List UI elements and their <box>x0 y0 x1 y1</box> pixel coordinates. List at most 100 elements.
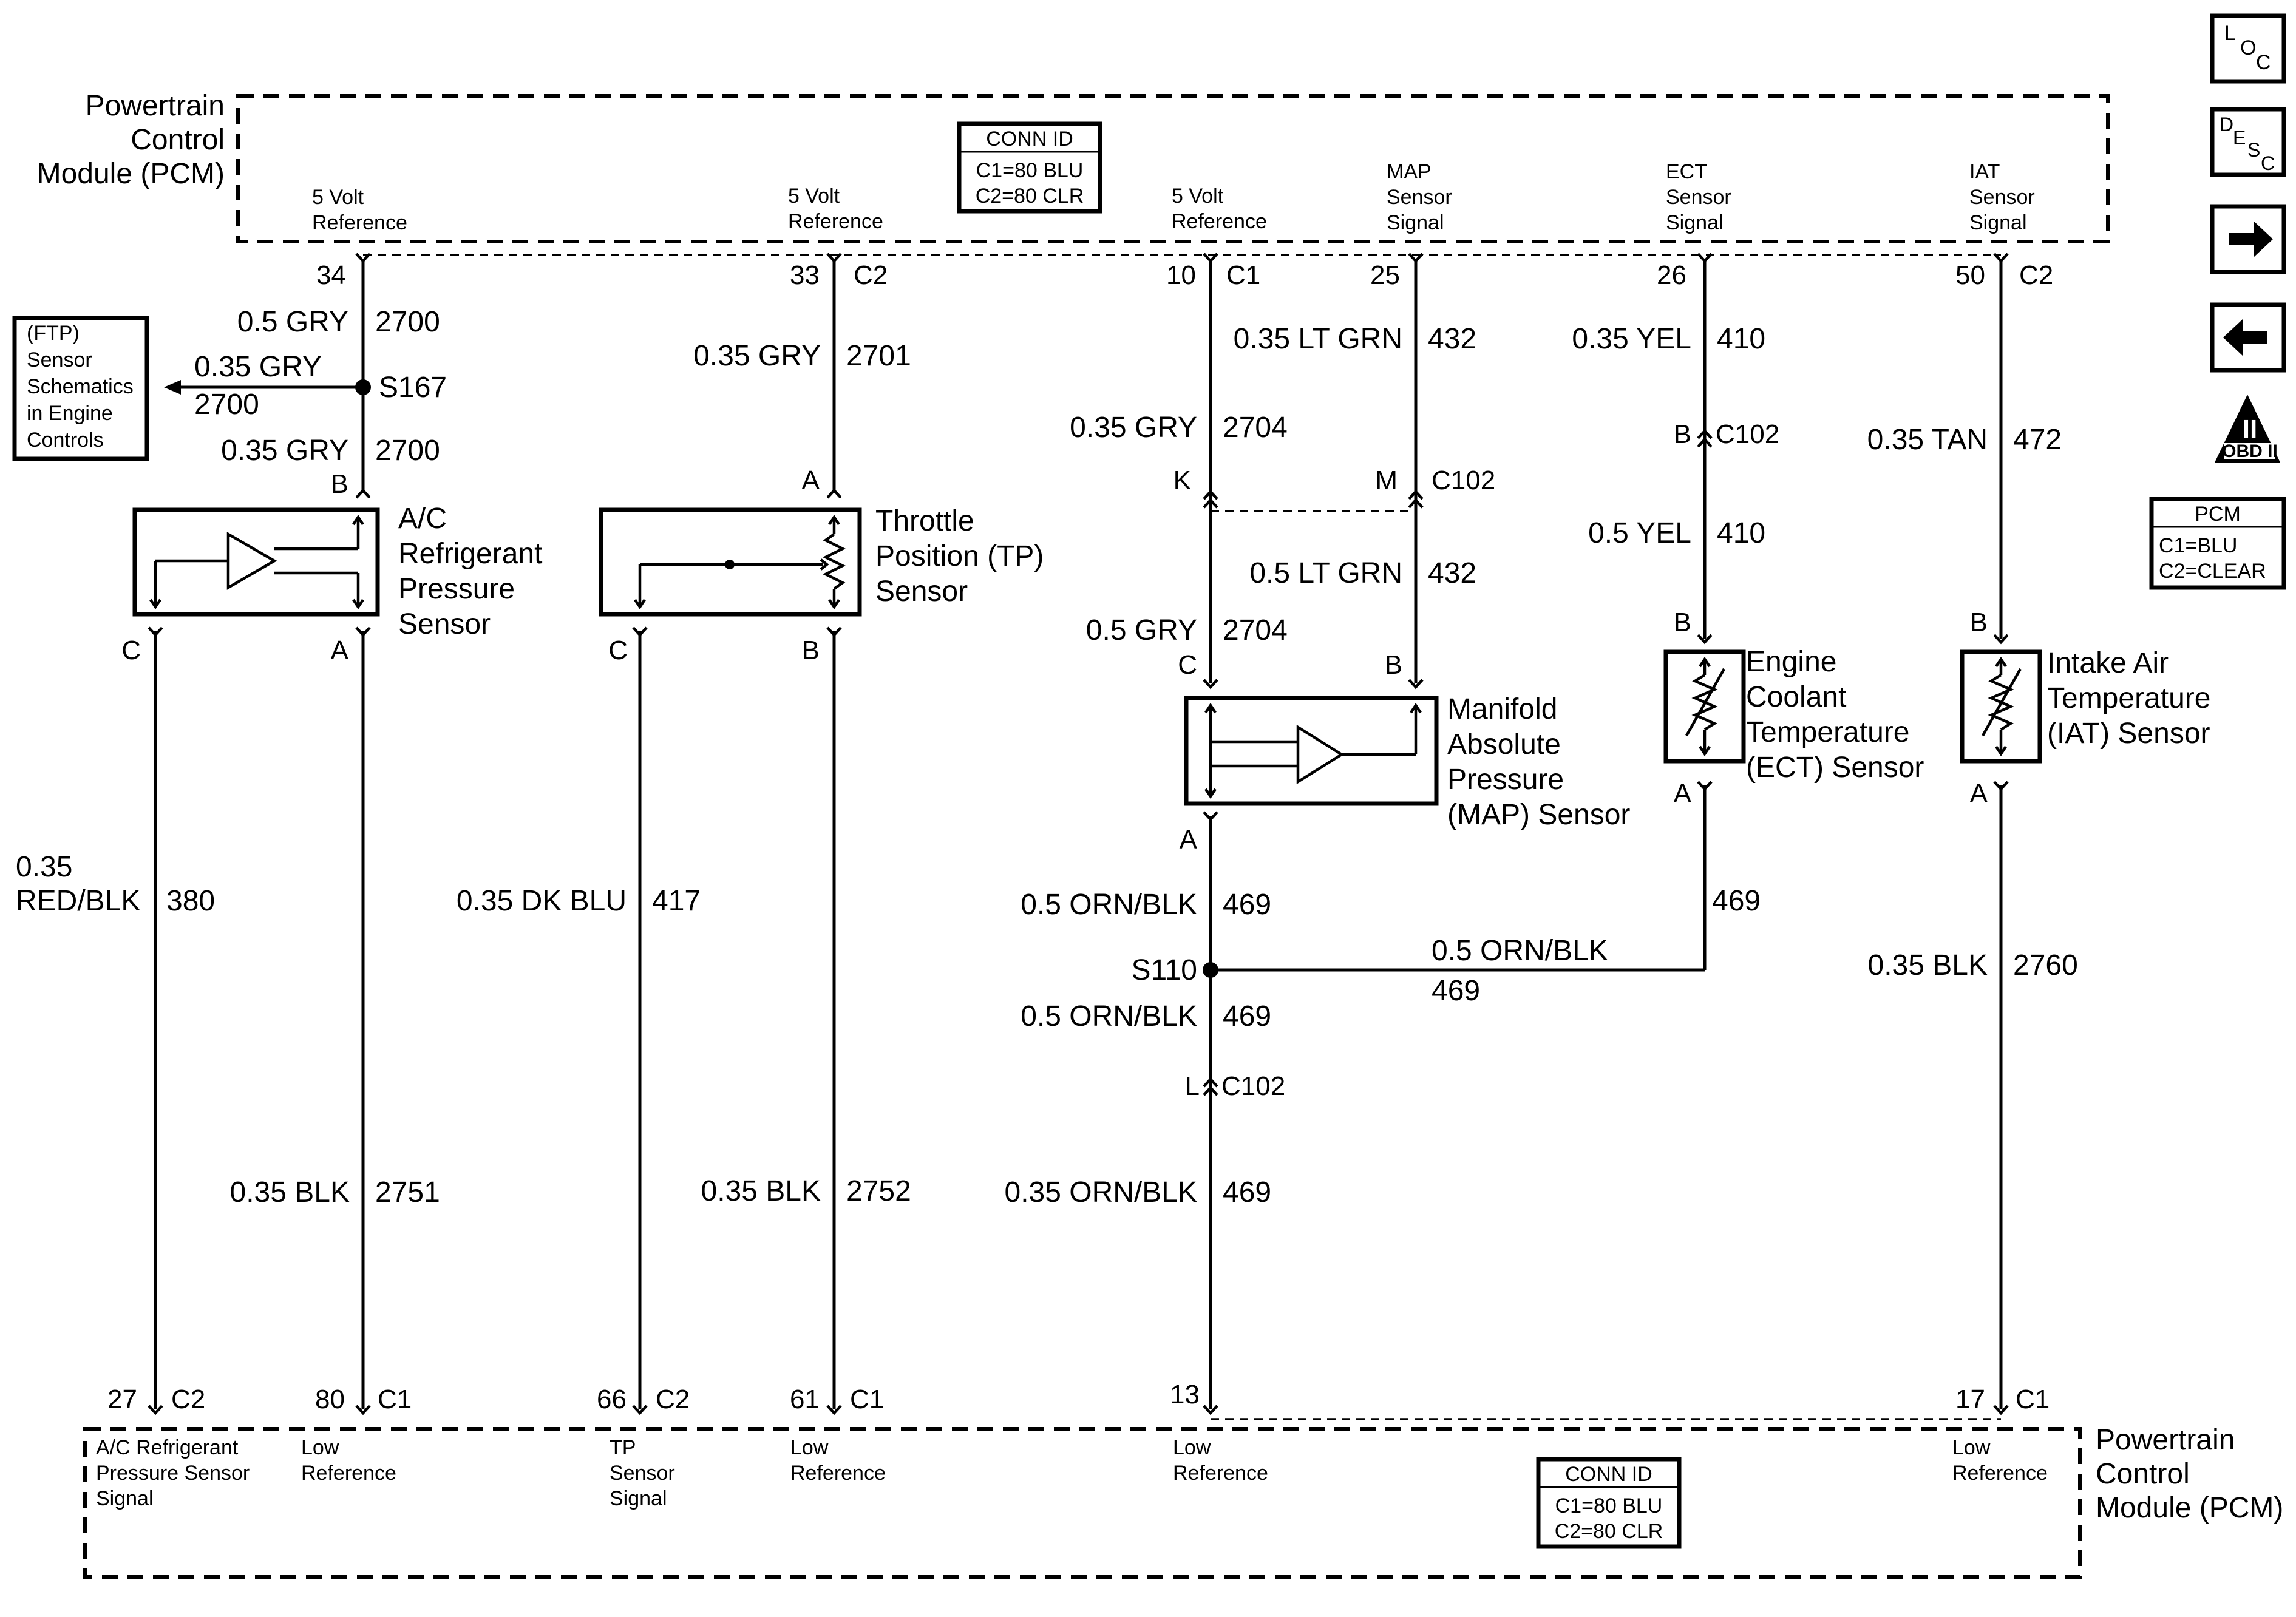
pin-number: 80 <box>315 1385 345 1414</box>
component-pin: C <box>608 636 628 665</box>
pcm-top-pin-label: Signal <box>1666 211 1724 234</box>
wire-circuit: 469 <box>1223 1176 1271 1209</box>
pin-number: 10 <box>1166 260 1196 290</box>
connector-pin: B <box>1674 419 1691 449</box>
connector-id: C102 <box>1432 466 1495 495</box>
wire-gauge: 0.35 BLK <box>1868 949 1988 981</box>
conn-id-top-line-2: C2=80 CLR <box>976 185 1084 208</box>
wire-circuit: 417 <box>652 885 701 917</box>
side-panel: L O C D E S C II OBD II PCM <box>2149 13 2286 590</box>
splice-s167-dot <box>355 379 371 395</box>
pcm-bottom-title-1: Powertrain <box>2096 1424 2235 1456</box>
component-label: Position (TP) <box>875 540 1044 572</box>
wire-circuit: 2760 <box>2013 949 2078 981</box>
component-label: (IAT) Sensor <box>2047 717 2210 750</box>
component-label: Absolute <box>1447 728 1561 761</box>
pcm-bottom-pin-label: Sensor <box>610 1462 675 1485</box>
conn-id-bottom-line-2: C2=80 CLR <box>1555 1520 1663 1543</box>
wire-gauge: 0.5 YEL <box>1588 517 1691 549</box>
component-pin: A <box>1674 779 1692 808</box>
pcm-top: Powertrain Control Module (PCM) CONN ID … <box>37 90 2110 256</box>
desc-letter: D <box>2220 114 2233 135</box>
pcm-bottom-pin-label: Signal <box>610 1487 667 1510</box>
component-pin: B <box>331 469 348 499</box>
wire-gauge: 0.5 ORN/BLK <box>1021 889 1197 921</box>
iat-sensor[interactable]: Intake Air Temperature (IAT) Sensor B A <box>1960 608 2210 808</box>
obd-caption: OBD II <box>2222 441 2278 461</box>
pcm-top-pin-label: Sensor <box>1969 186 2035 209</box>
component-label: Sensor <box>398 608 491 640</box>
pcm-bottom-pin-label: Reference <box>1952 1462 2048 1485</box>
component-pin: A <box>1180 825 1198 855</box>
ftp-reference-box[interactable]: (FTP) Sensor Schematics in Engine Contro… <box>12 316 149 461</box>
pcm-bottom-title-2: Control <box>2096 1458 2190 1490</box>
pcm-top-pin-label: MAP <box>1387 160 1432 183</box>
desc-button[interactable]: D E S C <box>2210 107 2286 177</box>
splice-label: S110 <box>1131 954 1197 986</box>
pcm-bottom-pin-label: Low <box>301 1436 339 1459</box>
connector-pin: K <box>1173 466 1191 495</box>
connector-id: C2 <box>656 1385 690 1414</box>
component-pin: C <box>121 636 141 665</box>
wire-circuit: 410 <box>1717 323 1765 355</box>
connector-id: C2 <box>171 1385 205 1414</box>
loc-letter: L <box>2224 22 2236 45</box>
conn-id-bottom: CONN ID C1=80 BLU C2=80 CLR <box>1536 1457 1682 1549</box>
component-label: Throttle <box>875 505 974 537</box>
component-label: (ECT) Sensor <box>1746 751 1924 784</box>
connector-id: C102 <box>1716 419 1779 449</box>
ftp-line: (FTP) <box>27 322 80 345</box>
wire-circuit: 2701 <box>846 340 911 372</box>
pcm-bottom-pin-label: Low <box>1173 1436 1211 1459</box>
pcm-bottom-pin-label: Reference <box>1173 1462 1268 1485</box>
wire-gauge: 0.35 BLK <box>701 1175 821 1207</box>
ac-refrigerant-pressure-sensor[interactable]: A/C Refrigerant Pressure Sensor B C A <box>121 469 542 665</box>
pcm-top-title-1: Powertrain <box>86 90 225 122</box>
pin-number: 27 <box>107 1385 137 1414</box>
pcm-legend-line: C1=BLU <box>2159 534 2237 557</box>
bottom-pin-numbers: 27 C2 80 C1 66 C2 61 C1 13 17 C1 <box>107 1380 2050 1414</box>
conn-id-top-header: CONN ID <box>986 127 1073 151</box>
wire-gauge: 0.35 DK BLU <box>457 885 627 917</box>
pcm-connector-legend: PCM C1=BLU C2=CLEAR <box>2149 497 2286 590</box>
obd-ii-icon[interactable]: II OBD II <box>2215 395 2280 463</box>
pcm-bottom-pin-label: Signal <box>96 1487 154 1510</box>
pin-number: 34 <box>316 260 346 290</box>
connector-id: C1 <box>2016 1385 2050 1414</box>
map-sensor[interactable]: Manifold Absolute Pressure (MAP) Sensor … <box>1178 650 1630 855</box>
wire-gauge: 0.35 GRY <box>194 351 322 383</box>
arrow-left-icon <box>2223 319 2267 356</box>
pcm-bottom-pin-label: Low <box>790 1436 829 1459</box>
ect-sensor[interactable]: Engine Coolant Temperature (ECT) Sensor … <box>1663 608 1924 808</box>
wire-gauge: 0.35 GRY <box>1070 412 1197 444</box>
pcm-top-title-3: Module (PCM) <box>37 158 225 190</box>
loc-button[interactable]: L O C <box>2210 13 2286 84</box>
component-pin: A <box>1970 779 1988 808</box>
pin-number: 33 <box>790 260 820 290</box>
wire-circuit: 2704 <box>1223 614 1288 646</box>
component-label: Manifold <box>1447 693 1557 725</box>
wire-circuit: 380 <box>166 885 215 917</box>
previous-page-button[interactable] <box>2210 302 2286 373</box>
splice-label: S167 <box>379 371 447 404</box>
pcm-top-pin-label: IAT <box>1969 160 2000 183</box>
arrow-right-icon <box>2229 221 2273 257</box>
pcm-legend-header: PCM <box>2195 503 2241 526</box>
wire-labels: 0.5 GRY 2700 0.35 GRY 2700 S167 0.35 GRY… <box>16 306 2078 1209</box>
wire-circuit: 469 <box>1432 975 1480 1007</box>
pcm-bottom-pin-label: Reference <box>301 1462 396 1485</box>
connector-pin: L <box>1185 1071 1200 1101</box>
throttle-position-sensor[interactable]: Throttle Position (TP) Sensor A C B <box>599 466 1044 665</box>
wire-circuit: 432 <box>1428 323 1476 355</box>
obd-numeral: II <box>2243 415 2257 444</box>
connector-id: C2 <box>854 260 888 290</box>
ftp-line: Sensor <box>27 348 92 371</box>
pcm-bottom-pin-label: A/C Refrigerant <box>96 1436 239 1459</box>
pin-number: 66 <box>597 1385 627 1414</box>
component-pin: A <box>331 636 349 665</box>
top-pin-numbers: 34 33 C2 10 C1 25 26 50 C2 <box>316 260 2053 290</box>
component-label: Refrigerant <box>398 538 542 570</box>
wire-gauge: 0.35 GRY <box>693 340 821 372</box>
next-page-button[interactable] <box>2210 204 2286 274</box>
